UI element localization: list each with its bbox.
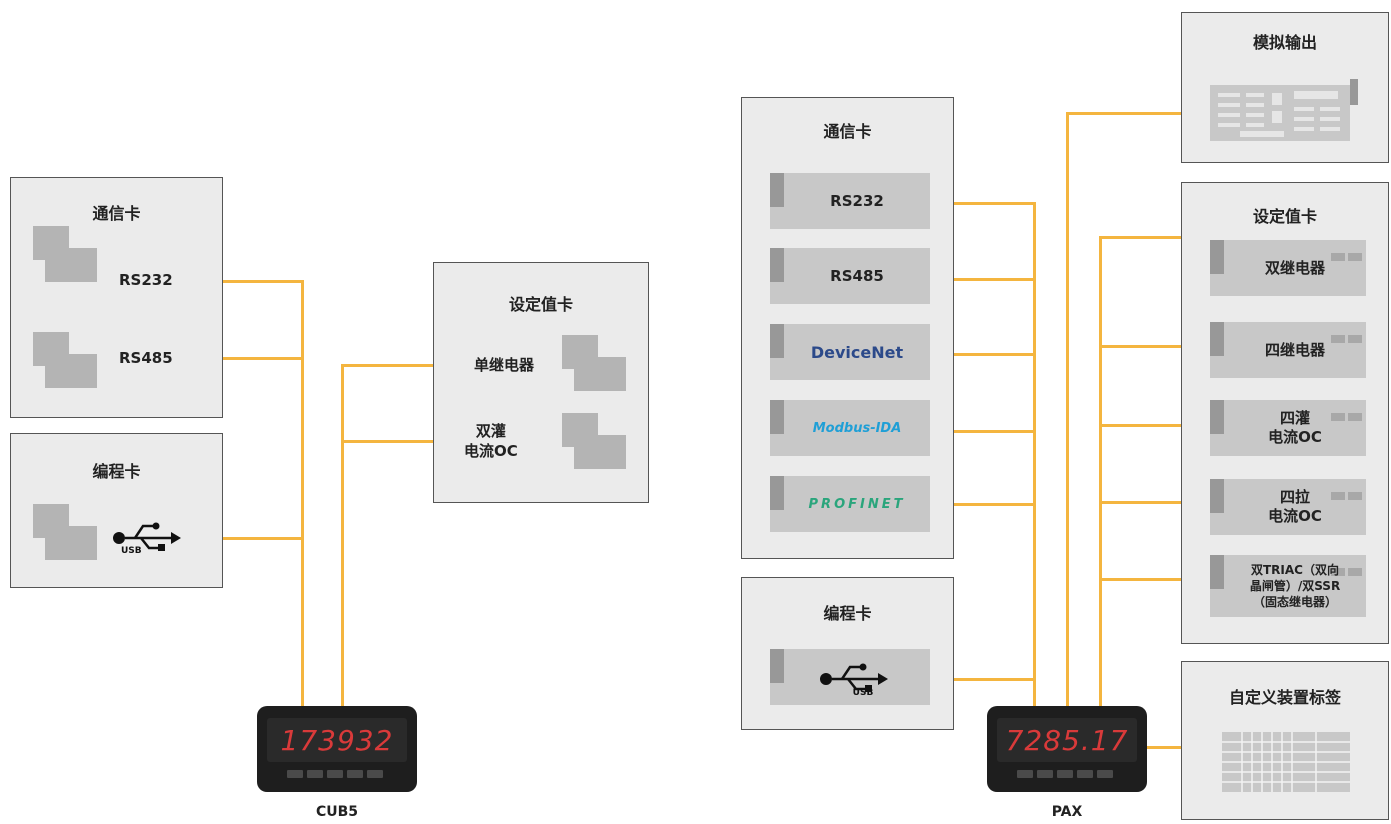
meter-keys xyxy=(287,770,383,778)
setpoint-card-panel: 设定值卡 双继电器 四继电器 四灌 电流OC 四拉 电流OC 双TRIAC（双向… xyxy=(1181,182,1389,644)
dual-sink-label: 双灌 电流OC xyxy=(464,422,518,460)
profinet-logo: PROFINET xyxy=(808,496,906,512)
meter-display: 173932 xyxy=(267,718,407,762)
comm-card-panel: 通信卡 RS232 RS485 xyxy=(10,177,223,418)
programming-card-panel: 编程卡 USB xyxy=(741,577,954,730)
usb-icon: USB xyxy=(111,518,191,558)
connector-line xyxy=(1099,236,1211,239)
meter-name: CUB5 xyxy=(315,804,359,820)
connector-line xyxy=(191,537,304,540)
connector-line xyxy=(191,357,304,360)
connector-line xyxy=(341,364,462,367)
meter-display: 7285.17 xyxy=(997,718,1137,762)
connector-line xyxy=(341,364,344,707)
connector-line xyxy=(1099,501,1211,504)
connector-line xyxy=(929,678,1036,681)
quad-source-card: 四拉 电流OC xyxy=(1210,479,1366,535)
custom-label-panel: 自定义装置标签 xyxy=(1181,661,1389,820)
setpoint-card-panel: 设定值卡 单继电器 双灌 电流OC xyxy=(433,262,649,503)
panel-title: 设定值卡 xyxy=(1252,207,1317,226)
modbus-ida-logo: Modbus-IDA xyxy=(812,420,902,436)
panel-title: 模拟输出 xyxy=(1252,33,1317,52)
connector-line xyxy=(301,280,304,707)
rs485-card: RS485 xyxy=(770,248,930,304)
usb-icon: USB xyxy=(818,659,898,699)
connector-line xyxy=(929,503,1036,506)
connector-line xyxy=(1066,112,1209,115)
connector-line xyxy=(341,440,462,443)
connector-line xyxy=(929,202,1036,205)
analog-card-icon xyxy=(1210,79,1358,141)
panel-title: 通信卡 xyxy=(823,122,872,141)
connector-line xyxy=(1099,578,1211,581)
modbus-card: Modbus-IDA xyxy=(770,400,930,456)
connector-line xyxy=(1099,236,1102,707)
usb-label: USB xyxy=(852,687,874,698)
rs232-card: RS232 xyxy=(770,173,930,229)
panel-title: 设定值卡 xyxy=(508,295,573,314)
meter-keys xyxy=(1017,770,1113,778)
analog-output-panel: 模拟输出 xyxy=(1181,12,1389,163)
devicenet-logo: DeviceNet xyxy=(810,342,904,362)
pax-meter: 7285.17 xyxy=(987,706,1147,792)
connector-line xyxy=(1066,112,1069,707)
dual-relay-card: 双继电器 xyxy=(1210,240,1366,296)
panel-title: 自定义装置标签 xyxy=(1228,688,1341,707)
single-relay-label: 单继电器 xyxy=(474,356,535,374)
cub5-meter: 173932 xyxy=(257,706,417,792)
dual-triac-ssr-card: 双TRIAC（双向 晶闸管）/双SSR （固态继电器） xyxy=(1210,555,1366,617)
quad-relay-card: 四继电器 xyxy=(1210,322,1366,378)
usb-card: USB xyxy=(770,649,930,705)
panel-title: 编程卡 xyxy=(92,462,141,481)
connector-line xyxy=(191,280,304,283)
rs485-label: RS485 xyxy=(119,349,173,367)
connector-line xyxy=(1033,202,1036,707)
connector-line xyxy=(929,430,1036,433)
connector-line xyxy=(929,353,1036,356)
devicenet-card: DeviceNet xyxy=(770,324,930,380)
meter-name: PAX xyxy=(1051,804,1083,820)
rs232-label: RS232 xyxy=(119,271,173,289)
connector-line xyxy=(1099,424,1211,427)
profinet-card: PROFINET xyxy=(770,476,930,532)
programming-card-panel: 编程卡 USB xyxy=(10,433,223,588)
connector-line xyxy=(1145,746,1210,749)
label-grid-icon xyxy=(1222,732,1350,792)
connector-line xyxy=(1099,345,1211,348)
connector-line xyxy=(929,278,1036,281)
quad-sink-card: 四灌 电流OC xyxy=(1210,400,1366,456)
panel-title: 编程卡 xyxy=(823,604,872,623)
usb-label: USB xyxy=(121,546,142,556)
panel-title: 通信卡 xyxy=(92,204,141,223)
comm-card-panel: 通信卡 RS232 RS485 DeviceNet Modbus-IDA PRO… xyxy=(741,97,954,559)
